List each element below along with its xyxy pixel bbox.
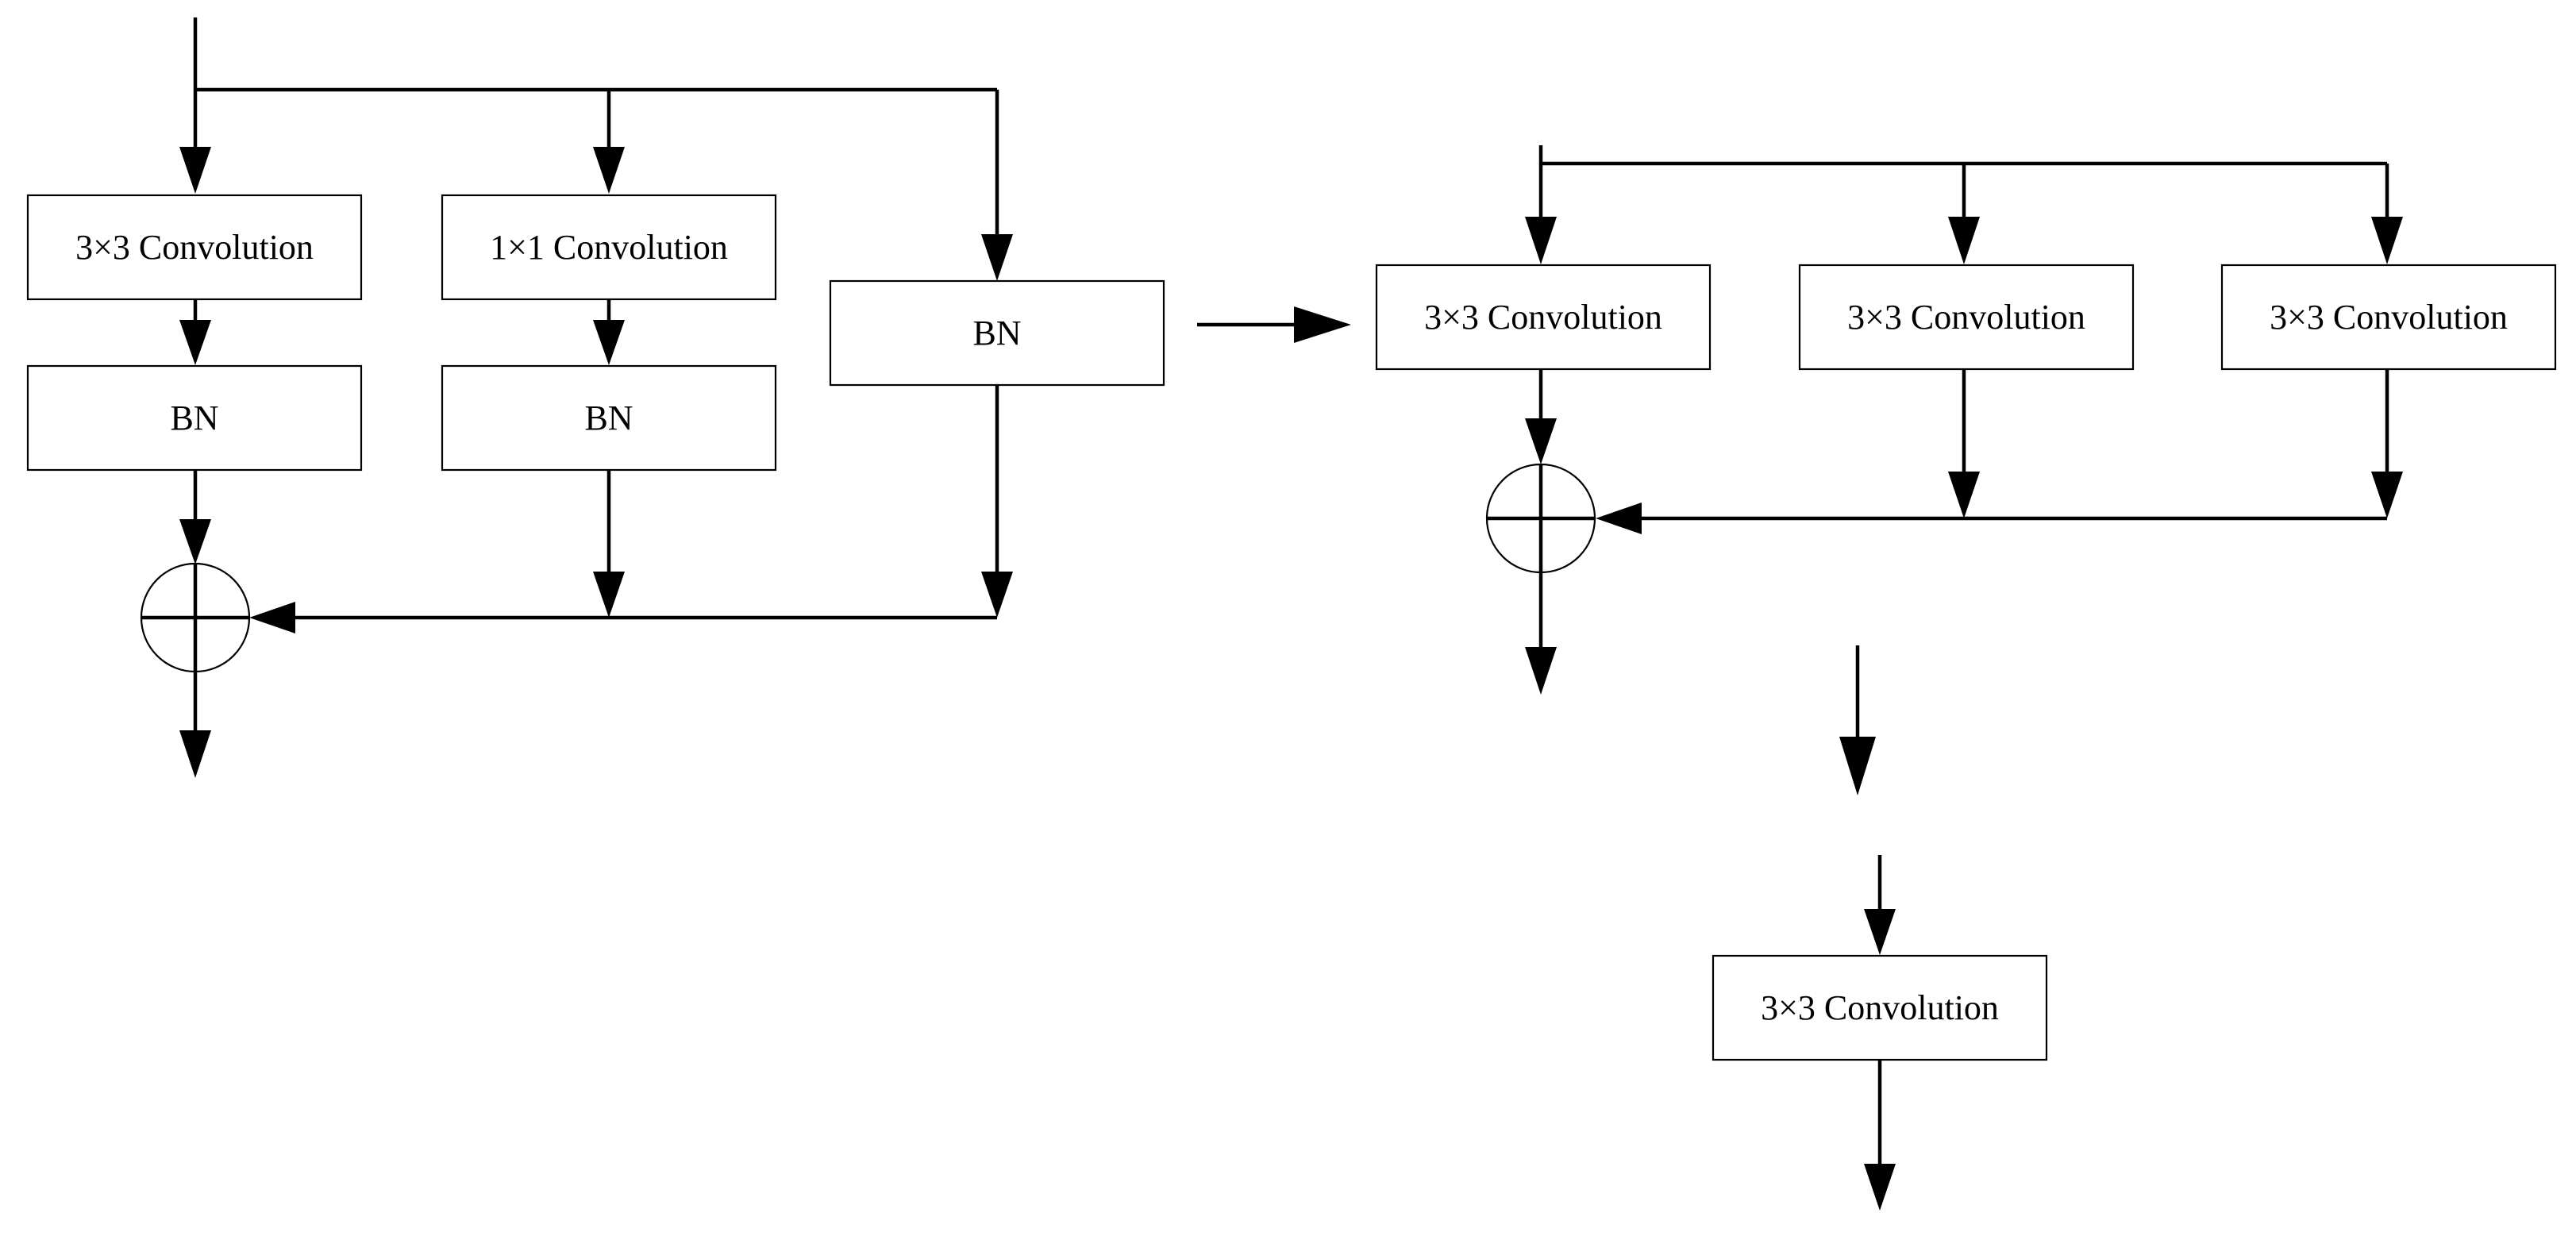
right-merge-arrowhead	[1596, 502, 1642, 534]
right-block: 3×3 Convolution 3×3 Convolution 3×3 Conv…	[1375, 145, 2557, 695]
right-branch2-out-arrowhead	[1948, 472, 1980, 518]
left-branch2-in-arrowhead	[593, 147, 625, 194]
transform-arrow-head	[1294, 306, 1351, 343]
right-branch3-in-arrowhead	[2371, 217, 2403, 264]
merge-arrow	[1839, 645, 1876, 795]
left-branch3-in-arrowhead	[981, 234, 1013, 281]
merge-arrow-head	[1839, 737, 1876, 795]
left-branch1-in-arrowhead	[179, 147, 211, 194]
right-add-node	[1485, 463, 1596, 574]
left-branch3-out-arrowhead	[981, 572, 1013, 618]
left-bn-box-2	[441, 364, 777, 472]
left-bn-box-3	[829, 279, 1165, 387]
right-3x3-conv-label-1: 3×3 Convolution	[1424, 298, 1662, 337]
left-1x1-conv-box	[441, 194, 777, 301]
left-merge-arrowhead	[249, 602, 295, 633]
right-branch2-in-arrowhead	[1948, 217, 1980, 264]
left-branch1-out-arrowhead	[179, 519, 211, 564]
right-3x3-conv-box-2	[1798, 264, 2135, 371]
left-output-arrowhead	[179, 730, 211, 778]
left-3x3-conv-label: 3×3 Convolution	[75, 228, 314, 267]
left-bn-label-2: BN	[584, 399, 633, 437]
left-1x1-conv-label: 1×1 Convolution	[490, 228, 728, 267]
left-3x3-conv-box	[26, 194, 363, 301]
left-bn-label-1: BN	[170, 399, 218, 437]
right-branch1-in-arrowhead	[1525, 217, 1557, 264]
final-block: 3×3 Convolution	[1712, 855, 2048, 1211]
left-branch2-out-arrowhead	[593, 572, 625, 618]
final-output-arrowhead	[1864, 1164, 1896, 1211]
left-block: 3×3 Convolution BN 1×1 Convolution BN BN	[26, 17, 1165, 778]
transform-arrow	[1197, 306, 1351, 343]
right-output-arrowhead	[1525, 647, 1557, 695]
right-3x3-conv-label-3: 3×3 Convolution	[2270, 298, 2508, 337]
left-add-node	[140, 562, 251, 673]
right-3x3-conv-label-2: 3×3 Convolution	[1847, 298, 2085, 337]
right-3x3-conv-box-1	[1375, 264, 1712, 371]
right-3x3-conv-box-3	[2220, 264, 2557, 371]
right-branch3-out-arrowhead	[2371, 472, 2403, 518]
left-branch2-mid-arrowhead	[593, 320, 625, 365]
final-3x3-conv-box	[1712, 954, 2048, 1061]
final-input-arrowhead	[1864, 909, 1896, 955]
left-branch1-mid-arrowhead	[179, 320, 211, 365]
left-bn-label-3: BN	[972, 314, 1021, 352]
right-branch1-out-arrowhead	[1525, 418, 1557, 464]
final-3x3-conv-label: 3×3 Convolution	[1761, 988, 1999, 1027]
